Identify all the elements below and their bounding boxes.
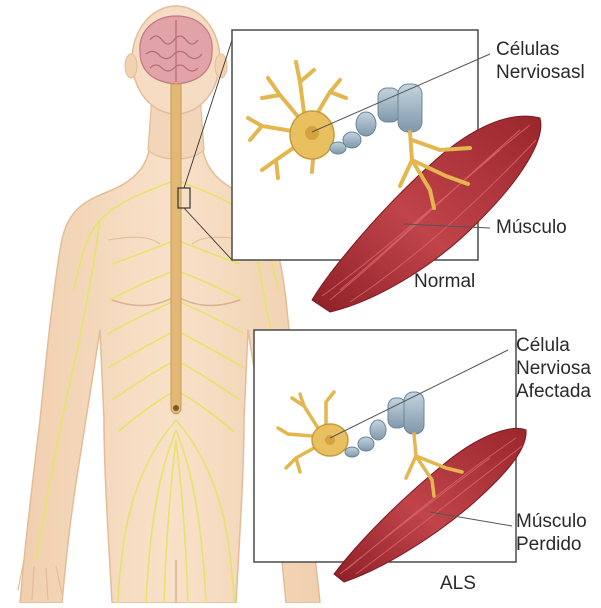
als-nerve-cell-label: Célula Nerviosa Afectada	[516, 334, 591, 403]
als-muscle-line2: Perdido	[516, 533, 587, 556]
als-muscle-line1: Músculo	[516, 510, 587, 533]
als-nerve-cell-line2: Nerviosa	[516, 357, 591, 380]
cauda-marker	[173, 405, 179, 411]
als-muscle-label: Músculo Perdido	[516, 510, 587, 556]
spinal-cord	[171, 84, 181, 414]
normal-nerve-cells-label: Células Nerviosasl	[496, 38, 585, 84]
normal-caption: Normal	[414, 270, 475, 293]
ear-left	[125, 54, 137, 78]
als-nerve-cell-line3: Afectada	[516, 380, 591, 403]
normal-nerve-cells-line1: Células	[496, 38, 585, 61]
als-caption: ALS	[440, 572, 476, 595]
normal-muscle-label: Músculo	[496, 216, 567, 239]
als-nerve-cell-line1: Célula	[516, 334, 591, 357]
normal-nerve-cells-line2: Nerviosasl	[496, 61, 585, 84]
